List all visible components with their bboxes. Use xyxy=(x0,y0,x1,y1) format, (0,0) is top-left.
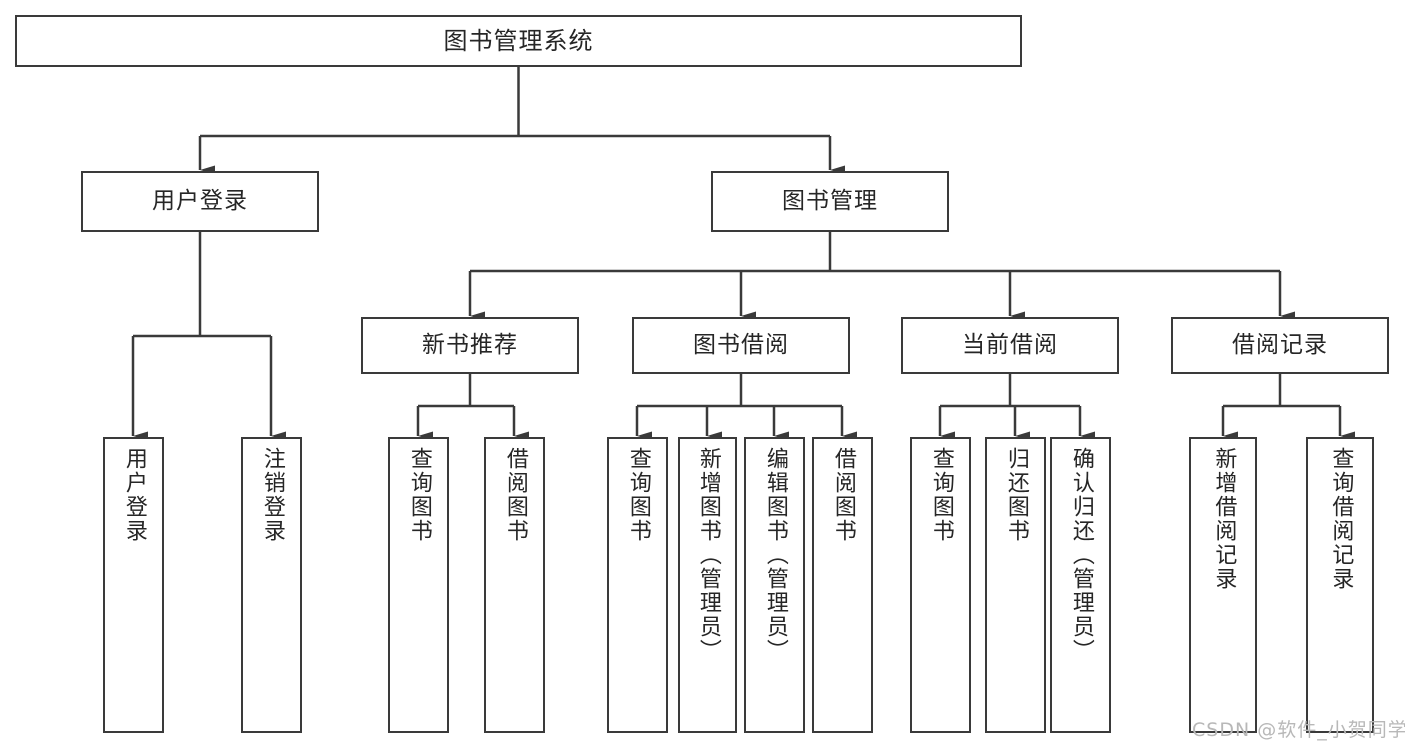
leaf-label: 确认归还（管理员） xyxy=(1068,447,1094,663)
node-borrow-records[interactable]: 借阅记录 xyxy=(1171,317,1389,374)
leaf-query-book-borrow[interactable]: 查询图书 xyxy=(607,437,668,733)
leaf-add-borrow-record[interactable]: 新增借阅记录 xyxy=(1189,437,1257,733)
leaf-edit-book-admin[interactable]: 编辑图书（管理员） xyxy=(744,437,805,733)
node-root-system[interactable]: 图书管理系统 xyxy=(15,15,1022,67)
leaf-label: 注销登录 xyxy=(259,447,285,543)
leaf-borrow-book-newbook[interactable]: 借阅图书 xyxy=(484,437,545,733)
leaf-query-book-current[interactable]: 查询图书 xyxy=(910,437,971,733)
leaf-user-login[interactable]: 用户登录 xyxy=(103,437,164,733)
leaf-label: 编辑图书（管理员） xyxy=(762,447,788,663)
leaf-label: 查询图书 xyxy=(928,447,954,543)
leaf-lend-book[interactable]: 借阅图书 xyxy=(812,437,873,733)
leaf-label: 查询图书 xyxy=(625,447,651,543)
leaf-logout[interactable]: 注销登录 xyxy=(241,437,302,733)
leaf-label: 归还图书 xyxy=(1003,447,1029,543)
leaf-label: 查询借阅记录 xyxy=(1328,447,1354,591)
node-book-borrow[interactable]: 图书借阅 xyxy=(632,317,850,374)
leaf-query-borrow-record[interactable]: 查询借阅记录 xyxy=(1306,437,1374,733)
leaf-label: 借阅图书 xyxy=(502,447,528,543)
leaf-add-book-admin[interactable]: 新增图书（管理员） xyxy=(678,437,737,733)
leaf-confirm-return-admin[interactable]: 确认归还（管理员） xyxy=(1050,437,1111,733)
leaf-label: 用户登录 xyxy=(121,447,147,543)
node-new-book-recommend[interactable]: 新书推荐 xyxy=(361,317,579,374)
leaf-label: 新增图书（管理员） xyxy=(695,447,721,663)
leaf-label: 新增借阅记录 xyxy=(1211,447,1237,591)
leaf-query-book-newbook[interactable]: 查询图书 xyxy=(388,437,449,733)
leaf-return-book[interactable]: 归还图书 xyxy=(985,437,1046,733)
csdn-watermark: CSDN @软件_小贺同学 xyxy=(1192,719,1405,741)
node-current-borrow[interactable]: 当前借阅 xyxy=(901,317,1119,374)
leaf-label: 查询图书 xyxy=(406,447,432,543)
leaf-label: 借阅图书 xyxy=(830,447,856,543)
node-book-management[interactable]: 图书管理 xyxy=(711,171,949,232)
node-user-login[interactable]: 用户登录 xyxy=(81,171,319,232)
